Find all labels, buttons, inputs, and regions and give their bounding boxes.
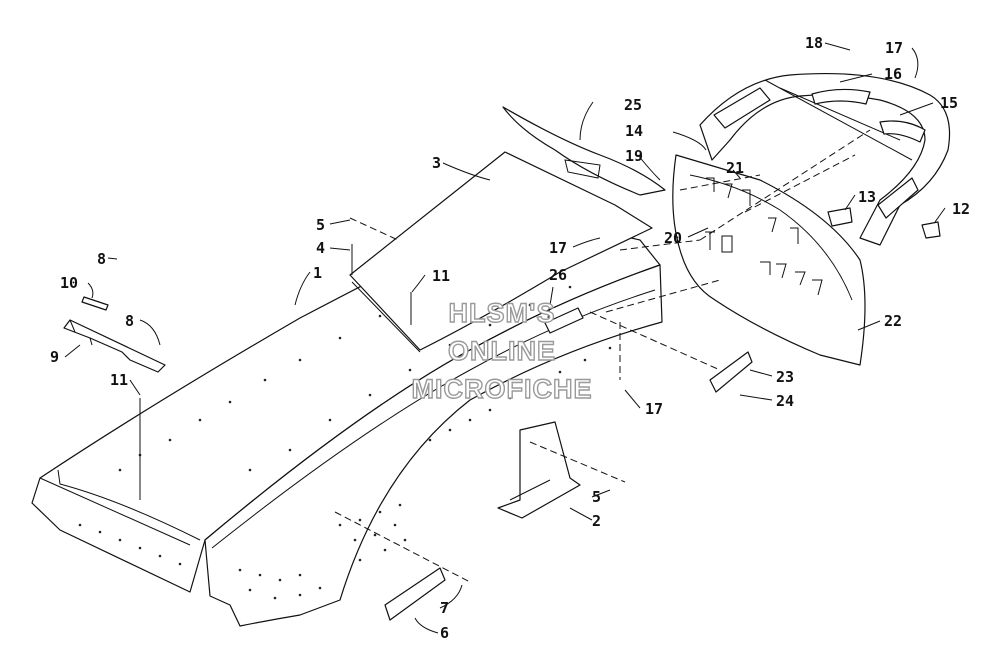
callout-2: 2 bbox=[592, 512, 601, 530]
flap-part-25 bbox=[502, 106, 666, 196]
callout-4: 4 bbox=[316, 239, 325, 257]
callout-17: 17 bbox=[549, 239, 567, 257]
tunnel-holes bbox=[78, 252, 612, 600]
callout-16: 16 bbox=[884, 65, 902, 83]
strip-part-10 bbox=[81, 296, 109, 311]
callout-20: 20 bbox=[664, 229, 682, 247]
callout-8: 8 bbox=[97, 250, 106, 268]
callout-8: 8 bbox=[125, 312, 134, 330]
callout-11: 11 bbox=[432, 267, 450, 285]
watermark-line-3: MICROFICHE bbox=[412, 374, 593, 404]
callout-19: 19 bbox=[625, 147, 643, 165]
callout-9: 9 bbox=[50, 348, 59, 366]
callout-5: 5 bbox=[316, 216, 325, 234]
callout-18: 18 bbox=[805, 34, 823, 52]
callout-5: 5 bbox=[592, 488, 601, 506]
callout-15: 15 bbox=[940, 94, 958, 112]
leader-lines bbox=[64, 42, 946, 634]
plate-part-26 bbox=[544, 307, 584, 334]
callout-22: 22 bbox=[884, 312, 902, 330]
callout-11: 11 bbox=[110, 371, 128, 389]
callout-14: 14 bbox=[625, 122, 643, 140]
plate-part-6 bbox=[384, 567, 446, 621]
callout-6: 6 bbox=[440, 624, 449, 642]
tunnel-part-1 bbox=[31, 213, 663, 627]
callout-17: 17 bbox=[645, 400, 663, 418]
bracket-part-2 bbox=[497, 421, 581, 519]
top-panel-part-3 bbox=[349, 151, 653, 353]
callout-7: 7 bbox=[440, 599, 449, 617]
callout-12: 12 bbox=[952, 200, 970, 218]
watermark: HLSM'S ONLINE MICROFICHE bbox=[411, 297, 593, 404]
callout-3: 3 bbox=[432, 154, 441, 172]
callout-21: 21 bbox=[726, 159, 744, 177]
bracket-part-9 bbox=[63, 319, 166, 373]
callout-17: 17 bbox=[885, 39, 903, 57]
callout-1: 1 bbox=[313, 264, 322, 282]
bracket-part-12 bbox=[921, 221, 941, 239]
rear-plate-part-22 bbox=[672, 154, 866, 366]
callout-13: 13 bbox=[858, 188, 876, 206]
callout-labels: 18 17 16 15 25 14 19 21 3 13 12 5 4 17 2… bbox=[50, 34, 970, 642]
bracket-part-13 bbox=[827, 207, 853, 227]
callout-25: 25 bbox=[624, 96, 642, 114]
callout-26: 26 bbox=[549, 266, 567, 284]
callout-24: 24 bbox=[776, 392, 794, 410]
callout-23: 23 bbox=[776, 368, 794, 386]
watermark-line-2: ONLINE bbox=[448, 336, 556, 366]
callout-10: 10 bbox=[60, 274, 78, 292]
grab-bar-part-15 bbox=[699, 72, 951, 246]
hardware-lines bbox=[139, 129, 871, 583]
plate-part-23 bbox=[709, 351, 753, 393]
watermark-line-1: HLSM'S bbox=[449, 298, 556, 328]
